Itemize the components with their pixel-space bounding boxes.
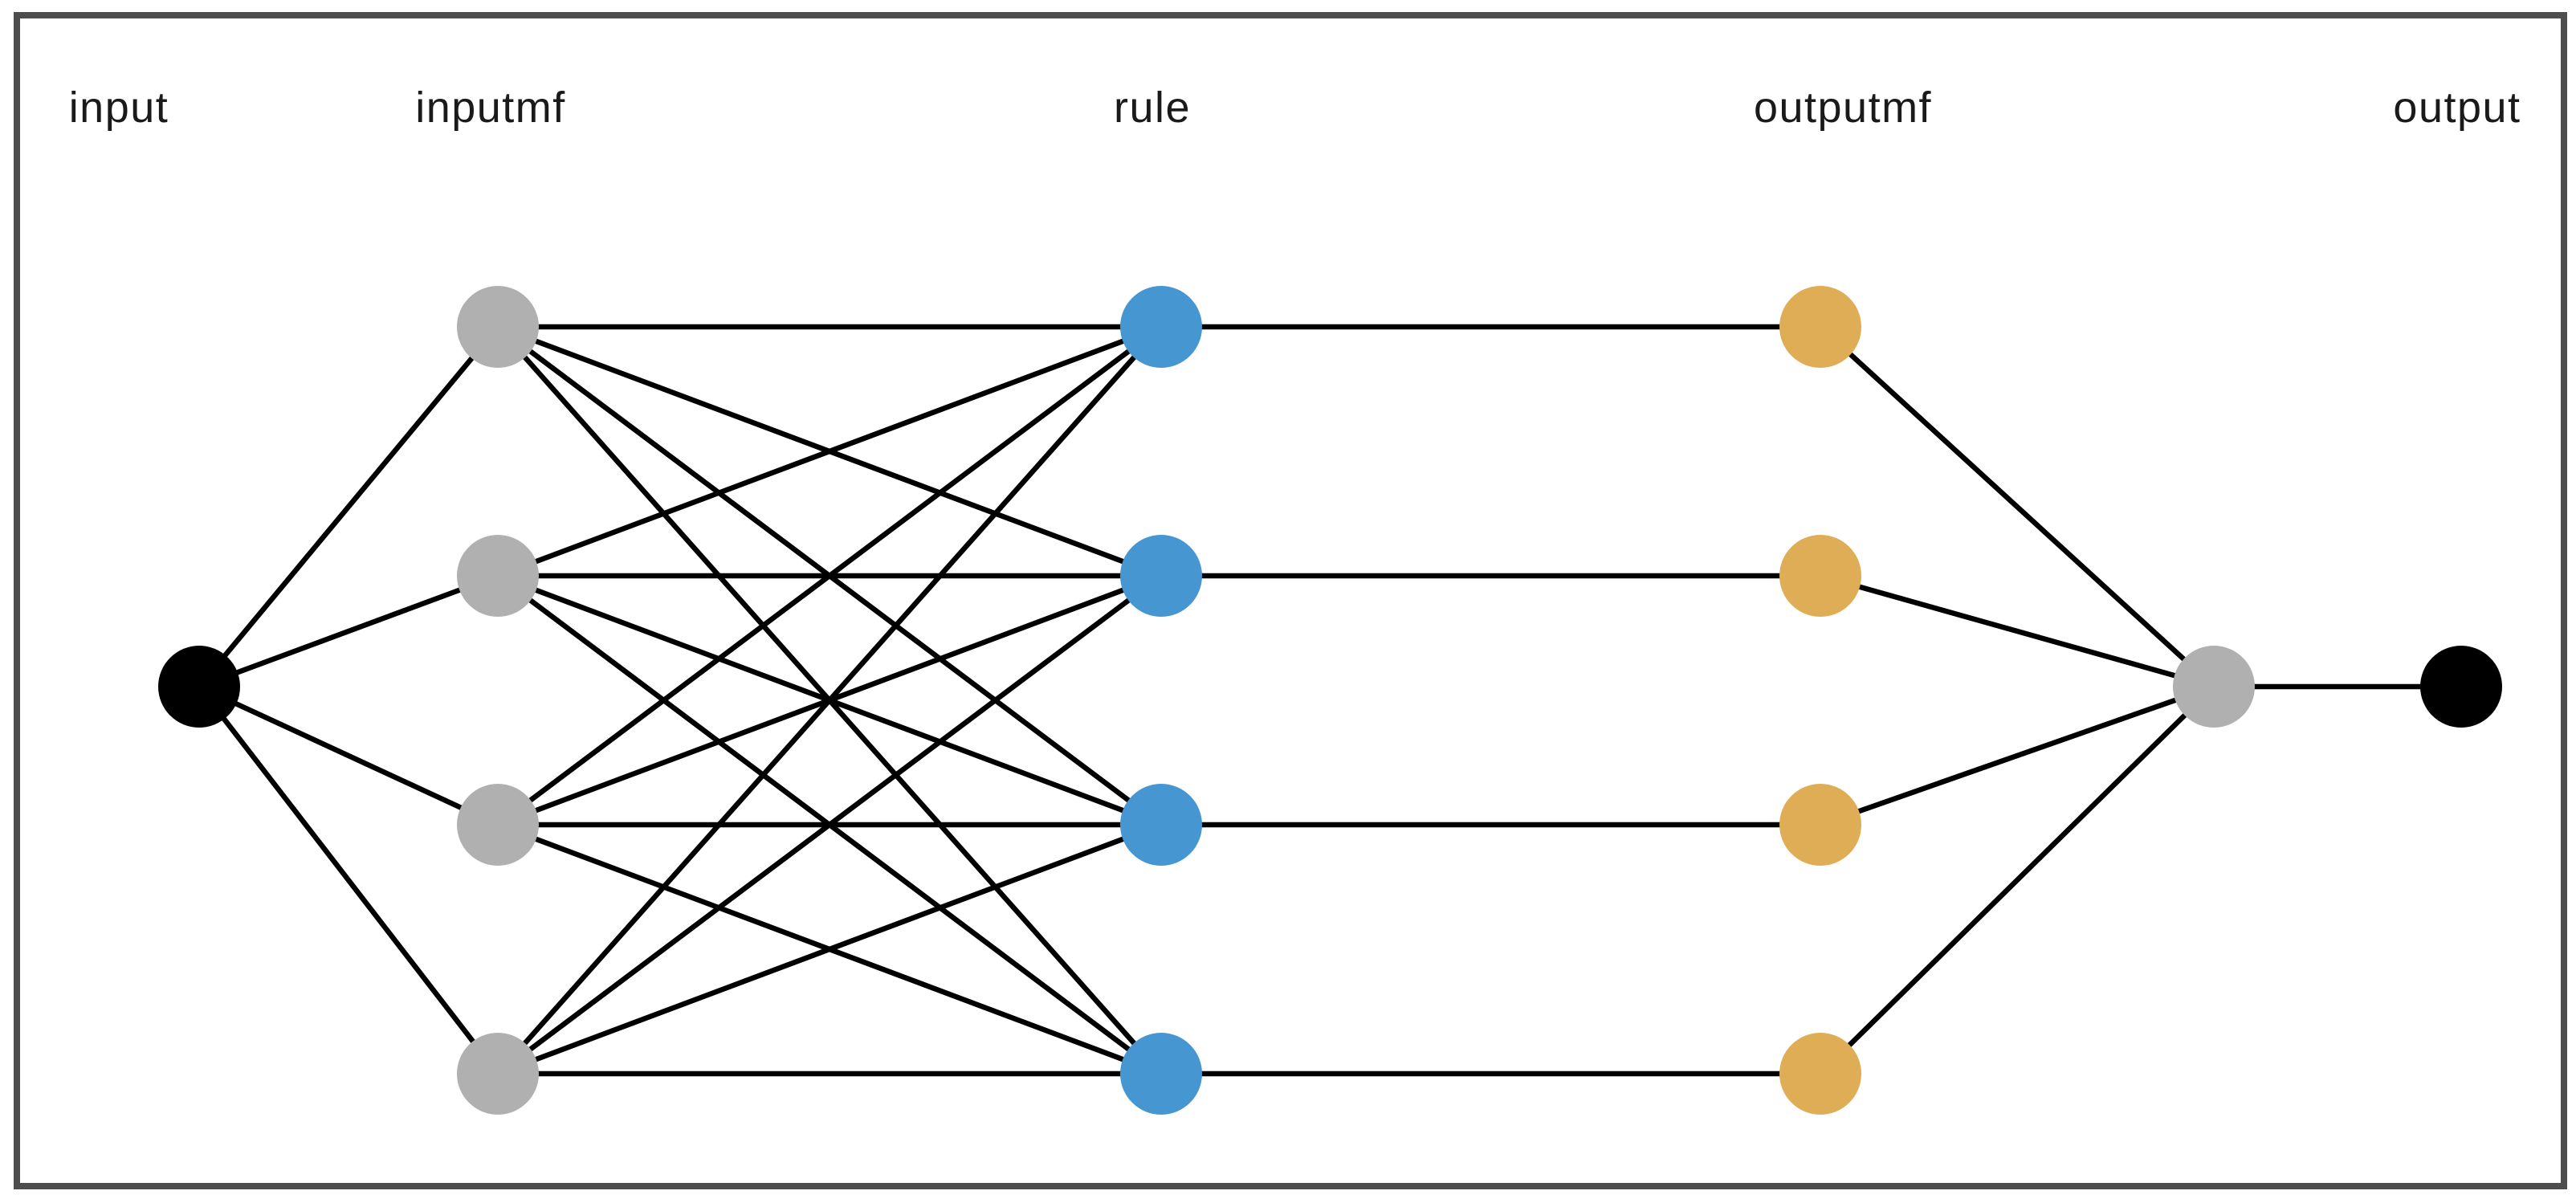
edge-inputmf-4-rule-2 <box>496 573 1163 1076</box>
edge-input-1-inputmf-2 <box>198 573 499 690</box>
edge-inputmf-2-rule-1 <box>496 324 1163 579</box>
column-label-inputmf: inputmf <box>415 84 566 132</box>
edge-input-1-inputmf-3 <box>198 684 499 827</box>
node-inputmf-3 <box>457 784 539 866</box>
edge-outputmf-2-aggregate-1 <box>1820 573 2215 690</box>
edge-outputmf-1-aggregate-1 <box>1818 324 2216 689</box>
node-inputmf-2 <box>457 535 539 617</box>
edge-outputmf-3-aggregate-1 <box>1819 683 2215 828</box>
node-outputmf-3 <box>1779 784 1861 866</box>
figure-frame <box>14 12 2567 1189</box>
edge-inputmf-3-rule-1 <box>496 324 1163 827</box>
node-output-1 <box>2420 646 2502 728</box>
node-inputmf-4 <box>457 1033 539 1115</box>
column-label-outputmf: outputmf <box>1754 84 1932 132</box>
edge-input-1-inputmf-4 <box>197 685 500 1075</box>
edge-inputmf-4-rule-3 <box>496 822 1163 1077</box>
column-label-input: input <box>69 84 169 132</box>
edge-inputmf-4-rule-1 <box>495 324 1164 1076</box>
column-label-output: output <box>2393 84 2521 132</box>
node-rule-2 <box>1120 535 1202 617</box>
node-aggregate-1 <box>2173 646 2255 728</box>
node-outputmf-1 <box>1779 286 1861 368</box>
node-inputmf-1 <box>457 286 539 368</box>
edge-input-1-inputmf-1 <box>197 324 500 689</box>
node-outputmf-2 <box>1779 535 1861 617</box>
node-rule-4 <box>1120 1033 1202 1115</box>
node-input-1 <box>158 646 240 728</box>
edge-outputmf-4-aggregate-1 <box>1818 684 2216 1076</box>
node-outputmf-4 <box>1779 1033 1861 1115</box>
node-rule-1 <box>1120 286 1202 368</box>
node-rule-3 <box>1120 784 1202 866</box>
column-label-rule: rule <box>1114 84 1191 132</box>
